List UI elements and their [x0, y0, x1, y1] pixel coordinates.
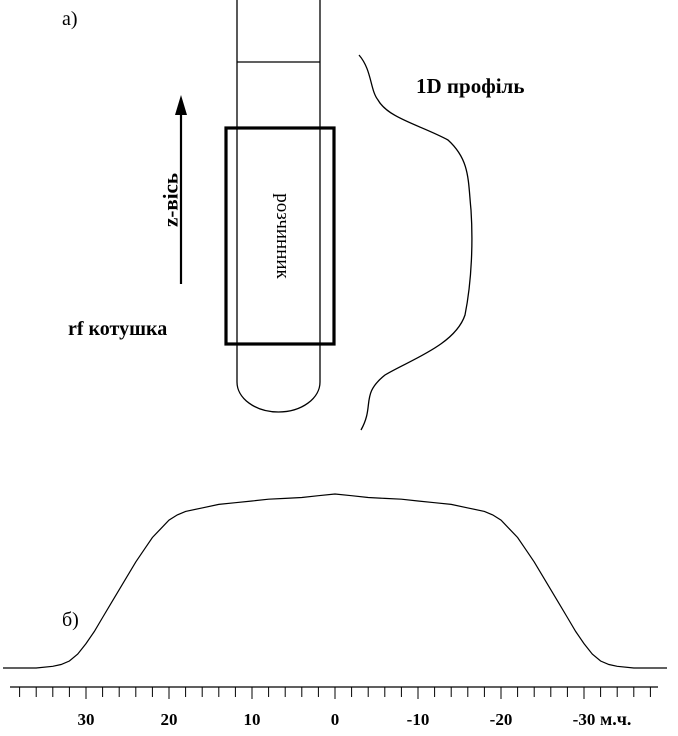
x-axis-unit-label: м.ч.: [600, 709, 632, 729]
z-axis-label: z-вісь: [158, 173, 183, 227]
profile-label: 1D профіль: [416, 74, 525, 98]
x-axis-tick-label: 20: [160, 710, 178, 729]
x-axis-tick-label: 0: [330, 710, 340, 729]
panel-b-label: б): [62, 609, 79, 631]
profile-curve-1d: [358, 54, 473, 431]
x-axis-tick-label: 30: [77, 710, 95, 729]
x-axis-tick-label: -10: [406, 710, 430, 729]
solvent-label: розчинник: [272, 193, 293, 279]
rf-coil-label: rf котушка: [68, 318, 168, 340]
x-axis-tick-label: -20: [489, 710, 513, 729]
spectrum-line: [3, 493, 667, 669]
nmr-tube: [236, 0, 321, 413]
tube-bottom: [236, 381, 321, 413]
x-axis-minor-ticks: [19, 687, 651, 699]
x-axis-tick-label: -30: [572, 710, 596, 729]
panel-a-label: a): [62, 8, 78, 30]
x-axis-tick-label: 10: [243, 710, 261, 729]
z-axis-arrow: [175, 95, 187, 284]
rf-coil: [224, 126, 336, 346]
